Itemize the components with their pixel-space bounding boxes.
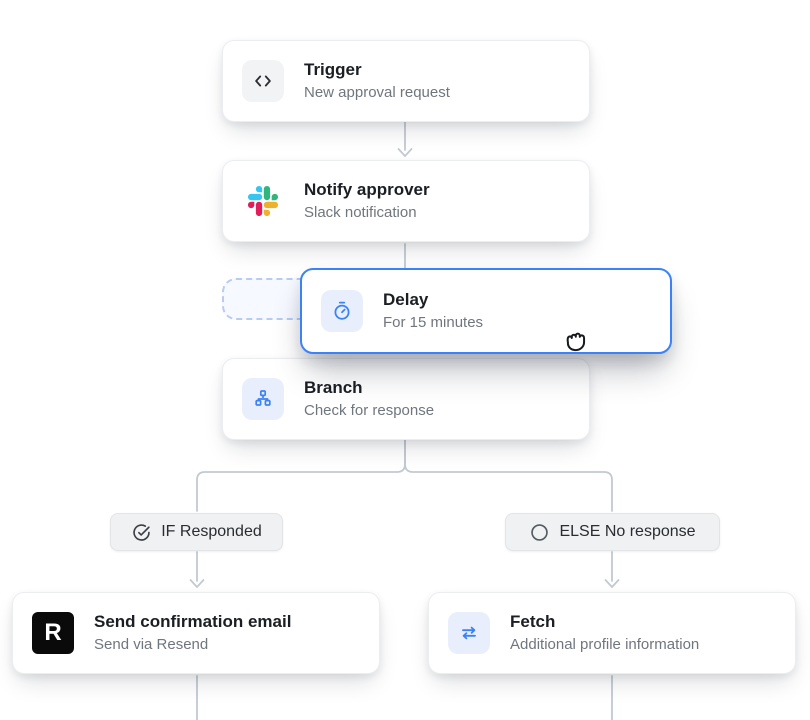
edge-branch-else <box>404 439 613 512</box>
node-fetch[interactable]: Fetch Additional profile information <box>428 592 796 674</box>
node-delay[interactable]: Delay For 15 minutes <box>300 268 672 354</box>
node-subtitle: For 15 minutes <box>383 314 484 332</box>
resend-r-icon: R <box>32 612 74 654</box>
slack-icon <box>242 180 284 222</box>
check-circle-icon <box>131 522 152 543</box>
swap-arrows-icon <box>448 612 490 654</box>
node-trigger[interactable]: Trigger New approval request <box>222 40 590 122</box>
node-title: Branch <box>304 378 363 398</box>
node-subtitle: Send via Resend <box>94 636 209 654</box>
node-subtitle: Check for response <box>304 402 435 420</box>
node-subtitle: New approval request <box>304 84 450 102</box>
node-send-confirmation-email[interactable]: R Send confirmation email Send via Resen… <box>12 592 380 674</box>
node-notify-approver[interactable]: Notify approver Slack notification <box>222 160 590 242</box>
node-title: Delay <box>383 290 429 310</box>
branch-label-text: ELSE No response <box>559 523 696 540</box>
node-subtitle: Slack notification <box>304 204 417 222</box>
branch-label-text: IF Responded <box>161 523 262 540</box>
arrowhead-resend <box>189 579 205 588</box>
node-title: Fetch <box>510 612 556 632</box>
node-branch[interactable]: Branch Check for response <box>222 358 590 440</box>
code-icon <box>242 60 284 102</box>
arrowhead-fetch <box>604 579 620 588</box>
node-subtitle: Additional profile information <box>510 636 700 654</box>
branch-label-if[interactable]: IF Responded <box>110 513 283 551</box>
arrowhead-notify <box>397 148 413 157</box>
node-title: Notify approver <box>304 180 430 200</box>
grab-hand-cursor-icon <box>561 323 593 355</box>
node-title: Trigger <box>304 60 362 80</box>
stopwatch-icon <box>321 290 363 332</box>
edge-branch-if <box>196 439 406 512</box>
branch-label-else[interactable]: ELSE No response <box>505 513 720 551</box>
sitemap-icon <box>242 378 284 420</box>
circle-icon <box>529 522 550 543</box>
node-title: Send confirmation email <box>94 612 292 632</box>
